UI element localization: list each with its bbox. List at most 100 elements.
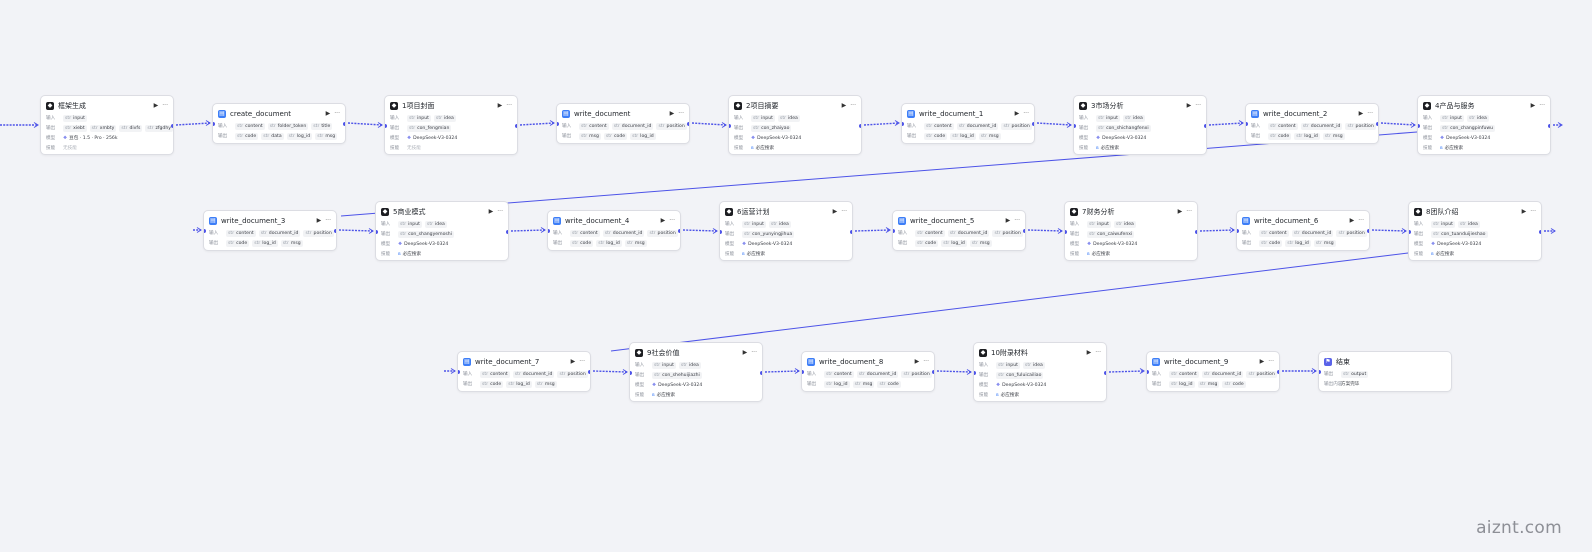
connection-port[interactable] bbox=[1195, 230, 1197, 234]
more-dots-icon[interactable]: ··· bbox=[1539, 102, 1545, 109]
connection-port[interactable] bbox=[1539, 230, 1541, 234]
play-icon[interactable]: ▶ bbox=[914, 358, 920, 365]
more-dots-icon[interactable]: ··· bbox=[678, 110, 684, 117]
connection-port[interactable] bbox=[850, 230, 852, 234]
more-dots-icon[interactable]: ··· bbox=[1195, 102, 1201, 109]
connection-port[interactable] bbox=[385, 124, 387, 128]
connection-port[interactable] bbox=[1104, 371, 1106, 375]
play-icon[interactable]: ▶ bbox=[1349, 217, 1355, 224]
more-dots-icon[interactable]: ··· bbox=[1530, 208, 1536, 215]
more-dots-icon[interactable]: ··· bbox=[751, 349, 757, 356]
connection-port[interactable] bbox=[729, 124, 731, 128]
more-dots-icon[interactable]: ··· bbox=[669, 217, 675, 224]
more-dots-icon[interactable]: ··· bbox=[1268, 358, 1274, 365]
more-dots-icon[interactable]: ··· bbox=[334, 110, 340, 117]
connection-port[interactable] bbox=[902, 122, 904, 126]
play-icon[interactable]: ▶ bbox=[325, 110, 331, 117]
connection-port[interactable] bbox=[1065, 230, 1067, 234]
play-icon[interactable]: ▶ bbox=[669, 110, 675, 117]
connection-port[interactable] bbox=[1277, 370, 1279, 374]
connection-port[interactable] bbox=[859, 124, 861, 128]
connection-port[interactable] bbox=[376, 230, 378, 234]
more-dots-icon[interactable]: ··· bbox=[497, 208, 503, 215]
more-dots-icon[interactable]: ··· bbox=[1358, 217, 1364, 224]
connection-port[interactable] bbox=[506, 230, 508, 234]
play-icon[interactable]: ▶ bbox=[1521, 208, 1527, 215]
more-dots-icon[interactable]: ··· bbox=[325, 217, 331, 224]
connection-port[interactable] bbox=[515, 124, 517, 128]
more-dots-icon[interactable]: ··· bbox=[923, 358, 929, 365]
connection-port[interactable] bbox=[1319, 370, 1321, 374]
more-dots-icon[interactable]: ··· bbox=[841, 208, 847, 215]
connection-port[interactable] bbox=[760, 371, 762, 375]
connection-port[interactable] bbox=[932, 370, 934, 374]
more-dots-icon[interactable]: ··· bbox=[1367, 110, 1373, 117]
more-dots-icon[interactable]: ··· bbox=[1014, 217, 1020, 224]
more-dots-icon[interactable]: ··· bbox=[1186, 208, 1192, 215]
more-dots-icon[interactable]: ··· bbox=[579, 358, 585, 365]
connection-port[interactable] bbox=[1237, 229, 1239, 233]
connection-port[interactable] bbox=[213, 122, 215, 126]
play-icon[interactable]: ▶ bbox=[660, 217, 666, 224]
connection-port[interactable] bbox=[1376, 122, 1378, 126]
connection-port[interactable] bbox=[1074, 124, 1076, 128]
more-dots-icon[interactable]: ··· bbox=[1023, 110, 1029, 117]
play-icon[interactable]: ▶ bbox=[841, 102, 847, 109]
play-icon[interactable]: ▶ bbox=[1014, 110, 1020, 117]
play-icon[interactable]: ▶ bbox=[1259, 358, 1265, 365]
more-dots-icon[interactable]: ··· bbox=[850, 102, 856, 109]
connection-port[interactable] bbox=[557, 122, 559, 126]
play-icon[interactable]: ▶ bbox=[1358, 110, 1364, 117]
connection-port[interactable] bbox=[204, 229, 206, 233]
connection-port[interactable] bbox=[1204, 124, 1206, 128]
connection-port[interactable] bbox=[171, 124, 173, 128]
play-icon[interactable]: ▶ bbox=[1530, 102, 1536, 109]
connection-port[interactable] bbox=[720, 230, 722, 234]
play-icon[interactable]: ▶ bbox=[1086, 349, 1092, 356]
connection-port[interactable] bbox=[630, 371, 632, 375]
play-icon[interactable]: ▶ bbox=[1186, 102, 1192, 109]
connection-port[interactable] bbox=[588, 370, 590, 374]
connection-port[interactable] bbox=[1409, 230, 1411, 234]
connection-port[interactable] bbox=[1367, 229, 1369, 233]
more-dots-icon[interactable]: ··· bbox=[162, 102, 168, 109]
play-icon[interactable]: ▶ bbox=[153, 102, 159, 109]
play-icon[interactable]: ▶ bbox=[497, 102, 503, 109]
connection-port[interactable] bbox=[1147, 370, 1149, 374]
more-dots-icon[interactable]: ··· bbox=[1095, 349, 1101, 356]
play-icon[interactable]: ▶ bbox=[1005, 217, 1011, 224]
connection-port[interactable] bbox=[974, 371, 976, 375]
connection-port[interactable] bbox=[343, 122, 345, 126]
connection-port[interactable] bbox=[1246, 122, 1248, 126]
connection-port[interactable] bbox=[1023, 229, 1025, 233]
connection-port[interactable] bbox=[1032, 122, 1034, 126]
connection-port[interactable] bbox=[334, 229, 336, 233]
connection-port[interactable] bbox=[1418, 124, 1420, 128]
play-icon[interactable]: ▶ bbox=[316, 217, 322, 224]
connection-port[interactable] bbox=[1548, 124, 1550, 128]
play-icon[interactable]: ▶ bbox=[832, 208, 838, 215]
connection-port[interactable] bbox=[678, 229, 680, 233]
play-icon[interactable]: ▶ bbox=[488, 208, 494, 215]
